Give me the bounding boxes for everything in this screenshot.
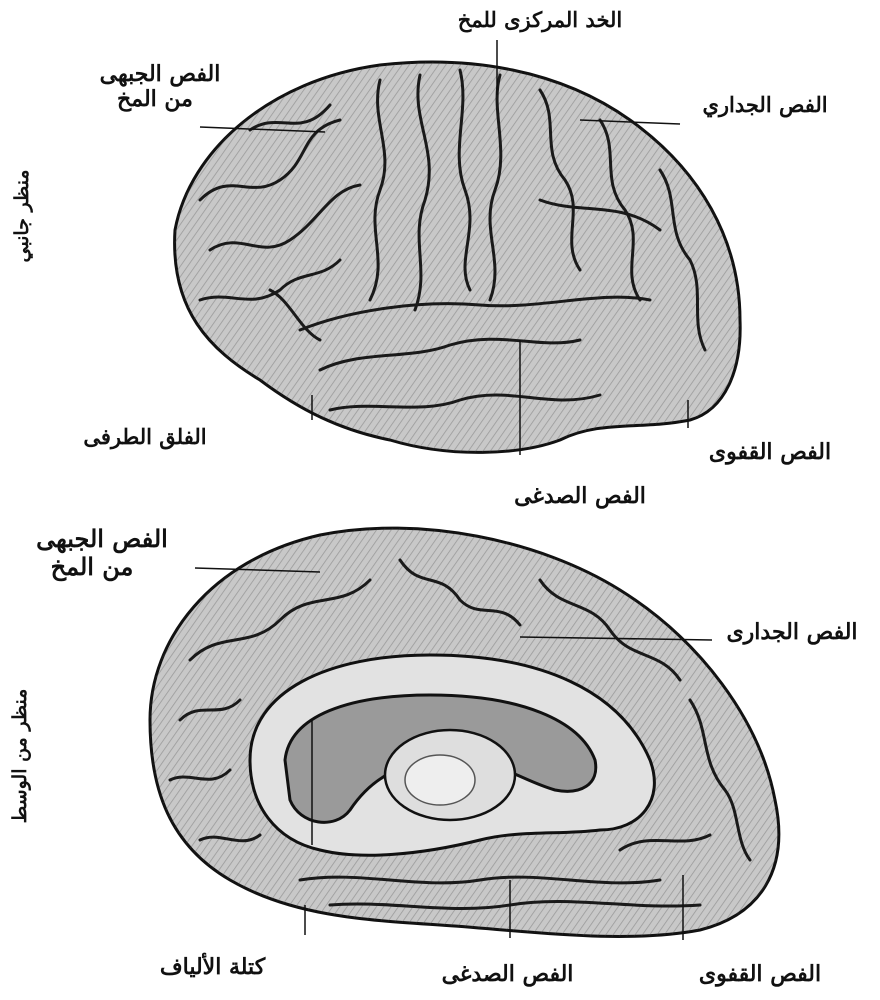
label-corpus-callosum: كتلة الألياف <box>135 955 290 980</box>
label-medial-frontal-lobe-line2: من المخ <box>22 553 182 581</box>
label-medial-temporal-lobe: الفص الصدغى <box>420 962 595 987</box>
label-central-sulcus: الخد المركزى للمخ <box>440 8 640 32</box>
label-medial-parietal-lobe: الفص الجدارى <box>712 620 872 645</box>
label-lateral-parietal-lobe: الفص الجداري <box>680 93 850 117</box>
label-medial-occipital-lobe: الفص القفوى <box>680 962 840 987</box>
label-lateral-frontal-lobe-line2: من المخ <box>85 87 235 112</box>
label-medial-frontal-lobe: الفص الجبهى من المخ <box>22 525 182 580</box>
label-lateral-fissure: الفلق الطرفى <box>65 425 225 449</box>
label-lateral-frontal-lobe-line1: الفص الجبهى <box>85 62 235 87</box>
lateral-view-side-title: منظر جانبي <box>11 156 33 276</box>
label-lateral-occipital-lobe: الفص القفوى <box>690 440 850 465</box>
medial-brain <box>150 528 779 940</box>
lateral-brain <box>175 40 741 455</box>
medial-view-side-title: منظر من الوسط <box>9 686 31 826</box>
label-lateral-temporal-lobe: الفص الصدغى <box>495 484 665 509</box>
label-medial-frontal-lobe-line1: الفص الجبهى <box>22 525 182 553</box>
label-lateral-frontal-lobe: الفص الجبهى من المخ <box>85 62 235 113</box>
